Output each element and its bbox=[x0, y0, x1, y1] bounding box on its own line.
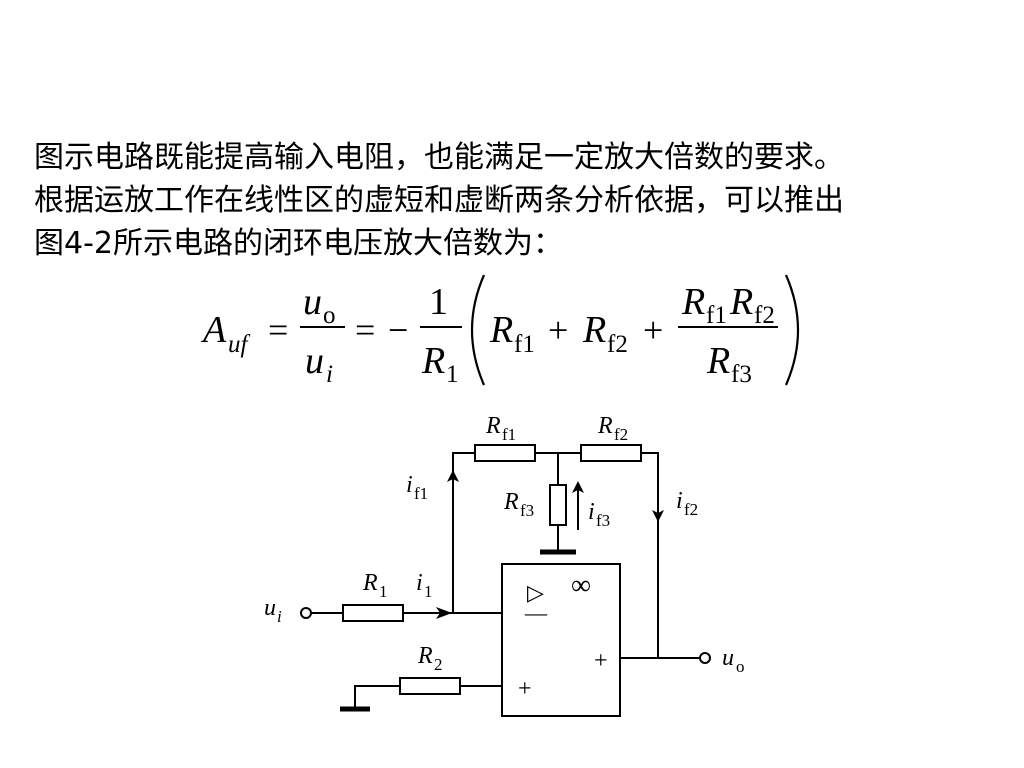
resistor-r2 bbox=[399, 677, 461, 695]
wire-ground-to-r2 bbox=[354, 685, 400, 708]
arrow-i1-head bbox=[436, 607, 452, 619]
label-rf1-R: R bbox=[485, 413, 501, 439]
opamp-infinity-label: ∞ bbox=[571, 570, 591, 601]
formula-uo-u: u bbox=[303, 281, 322, 323]
resistor-r1 bbox=[342, 604, 404, 622]
label-ui-sub: i bbox=[277, 607, 282, 626]
label-r1-R: R bbox=[362, 570, 378, 596]
wire-left-vertical bbox=[452, 452, 475, 613]
formula-R1-sub: 1 bbox=[446, 361, 459, 388]
label-r2-R: R bbox=[417, 643, 433, 669]
formula-Rf2-sub: f2 bbox=[607, 331, 628, 358]
formula-Rf2-R: R bbox=[582, 309, 606, 351]
formula-A: A bbox=[200, 309, 227, 351]
label-r2-sub: 2 bbox=[434, 655, 443, 674]
formula-Rf1-R: R bbox=[489, 309, 513, 351]
formula-den-Rf3-R: R bbox=[706, 340, 730, 382]
formula-plus-1: + bbox=[548, 310, 568, 350]
label-ui-u: u bbox=[264, 595, 276, 621]
formula-minus: − bbox=[388, 310, 408, 350]
label-if3-sub: f3 bbox=[596, 511, 610, 530]
resistor-rf2 bbox=[580, 444, 642, 462]
opamp-box bbox=[501, 563, 621, 717]
label-uo-u: u bbox=[722, 645, 734, 671]
opamp-noninverting-label: + bbox=[518, 676, 532, 702]
opamp-output-label: + bbox=[594, 648, 608, 674]
label-if1-i: i bbox=[406, 472, 413, 498]
resistor-rf3 bbox=[549, 484, 567, 526]
label-r1-sub: 1 bbox=[379, 582, 388, 601]
label-rf2-R: R bbox=[597, 413, 613, 439]
formula-num-Rf1-sub: f1 bbox=[706, 302, 727, 329]
formula-right-paren bbox=[784, 274, 800, 386]
formula-A-sub: uf bbox=[228, 331, 251, 358]
label-rf2-sub: f2 bbox=[614, 425, 628, 444]
resistor-rf1 bbox=[474, 444, 536, 462]
label-uo-sub: o bbox=[736, 657, 745, 676]
formula-eq-2: = bbox=[355, 310, 375, 350]
formula-plus-2: + bbox=[643, 310, 663, 350]
text-line-1: 图示电路既能提高输入电阻，也能满足一定放大倍数的要求。 bbox=[34, 140, 844, 175]
formula-uo-sub: o bbox=[323, 302, 336, 329]
label-if2-sub: f2 bbox=[684, 500, 698, 519]
formula-den-Rf3-sub: f3 bbox=[731, 361, 752, 388]
formula-ui-sub: i bbox=[326, 361, 333, 388]
formula-left-paren bbox=[470, 274, 486, 386]
label-i1-i: i bbox=[416, 570, 423, 596]
label-if2-i: i bbox=[676, 488, 683, 514]
formula-one: 1 bbox=[429, 281, 448, 323]
formula-num-Rf2-sub: f2 bbox=[754, 302, 775, 329]
input-terminal bbox=[300, 607, 312, 619]
formula-Rf1-sub: f1 bbox=[514, 331, 535, 358]
label-if1-sub: f1 bbox=[414, 484, 428, 503]
opamp-triangle-icon: ▷ bbox=[527, 580, 544, 605]
label-i1-sub: 1 bbox=[424, 582, 433, 601]
label-if3-i: i bbox=[588, 499, 595, 525]
label-rf1-sub: f1 bbox=[502, 425, 516, 444]
label-rf3-sub: f3 bbox=[520, 501, 534, 520]
text-line-2: 根据运放工作在线性区的虚短和虚断两条分析依据，可以推出 bbox=[34, 183, 844, 218]
formula-ui-u: u bbox=[305, 340, 324, 382]
description-paragraph: 图示电路既能提高输入电阻，也能满足一定放大倍数的要求。 根据运放工作在线性区的虚… bbox=[34, 136, 994, 265]
formula-eq-1: = bbox=[268, 310, 288, 350]
wire-right-feedback bbox=[641, 452, 700, 659]
formula-num-Rf2-R: R bbox=[729, 281, 753, 323]
output-terminal bbox=[699, 652, 711, 664]
text-line-3: 图4-2所示电路的闭环电压放大倍数为： bbox=[34, 226, 563, 261]
formula-num-Rf1-R: R bbox=[681, 281, 705, 323]
label-rf3-R: R bbox=[503, 489, 519, 515]
opamp-inverting-label: — bbox=[524, 600, 548, 625]
formula-R1-R: R bbox=[421, 340, 445, 382]
